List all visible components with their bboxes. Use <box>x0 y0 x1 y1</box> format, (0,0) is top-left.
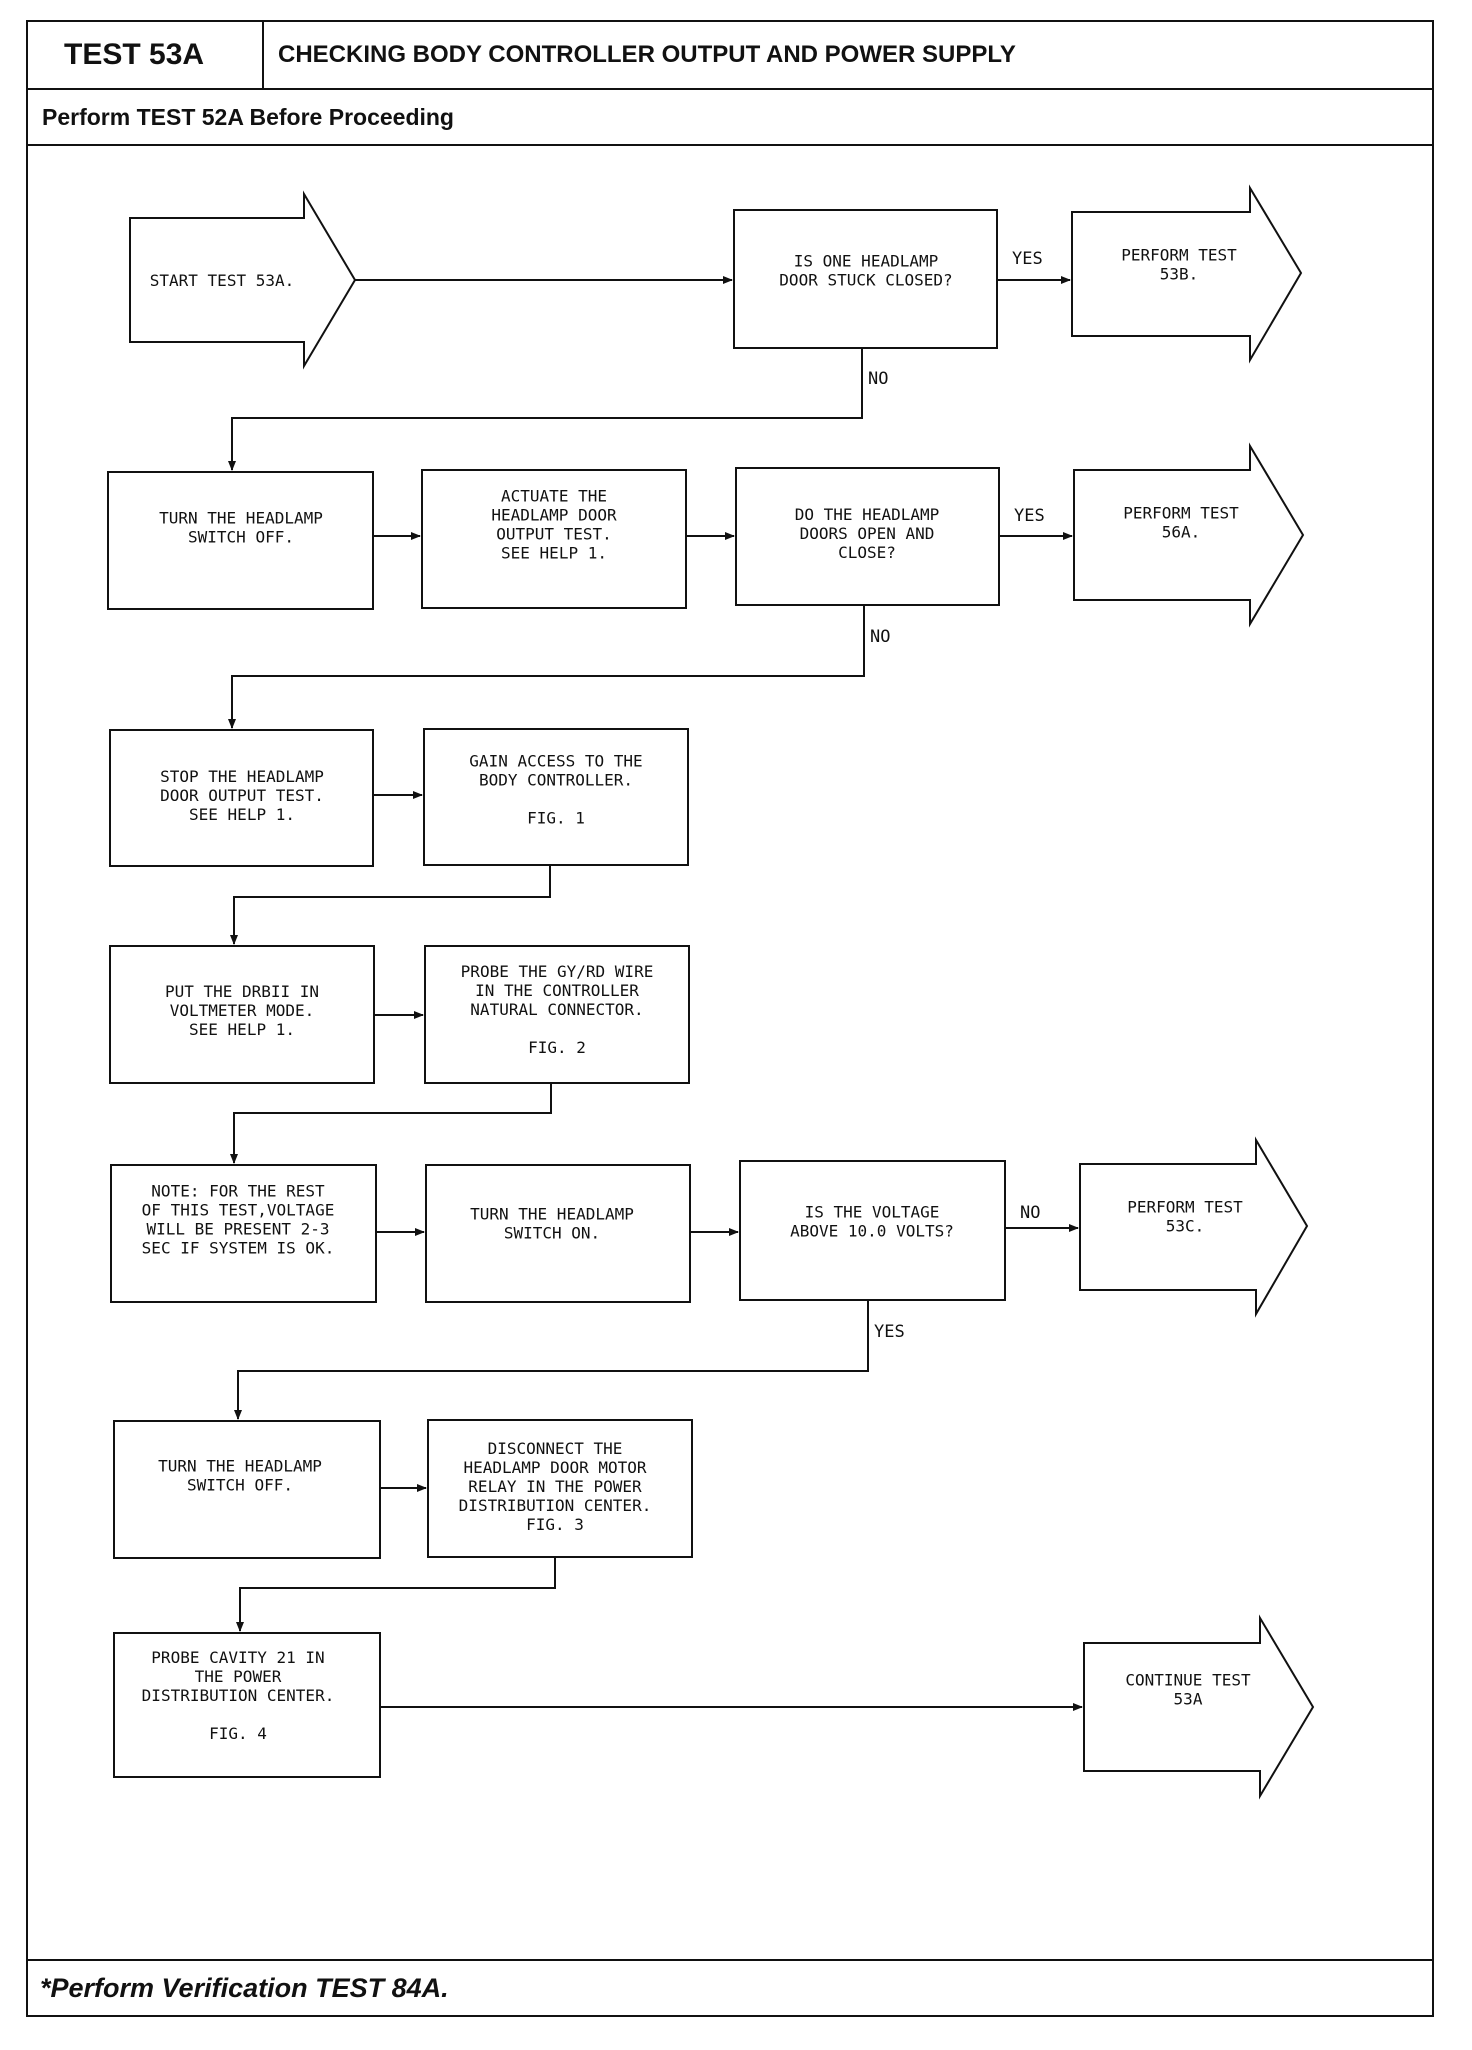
note-text-line: NOTE: FOR THE REST <box>151 1182 325 1201</box>
gain-access-text-line: BODY CONTROLLER. <box>479 771 633 790</box>
actuate-text-line: ACTUATE THE <box>501 487 607 506</box>
actuate-text-line: OUTPUT TEST. <box>496 525 612 544</box>
connector-open-no <box>228 605 865 729</box>
q-open-close-text-line: DO THE HEADLAMP <box>795 505 940 524</box>
perform-53b-text-line: 53B. <box>1160 265 1199 284</box>
perform-53b-text-line: PERFORM TEST <box>1121 246 1237 265</box>
put-drb-text-line: SEE HELP 1. <box>189 1020 295 1039</box>
turn-off-2-text-line: TURN THE HEADLAMP <box>158 1457 322 1476</box>
gain-access-text-line: FIG. 1 <box>527 809 585 828</box>
continue-text-line: CONTINUE TEST <box>1125 1671 1251 1690</box>
probe-gy-text-line: IN THE CONTROLLER <box>475 981 639 1000</box>
connector-probe-to-note <box>230 1083 552 1164</box>
connector-access-to-drb <box>230 865 551 945</box>
label-no-stuck: NO <box>868 369 888 389</box>
probe-gy-text-line: FIG. 2 <box>528 1038 586 1057</box>
put-drb-text-line: PUT THE DRBII IN <box>165 982 319 1001</box>
connector-stuck-no <box>228 348 863 471</box>
note-text-line: OF THIS TEST,VOLTAGE <box>142 1201 335 1220</box>
probe-cavity-text-line: PROBE CAVITY 21 IN <box>151 1648 324 1667</box>
q-stuck-text-line: IS ONE HEADLAMP <box>794 252 939 271</box>
stop-test-text-line: DOOR OUTPUT TEST. <box>160 786 324 805</box>
verification-note: *Perform Verification TEST 84A. <box>40 1972 449 2003</box>
actuate-text-line: SEE HELP 1. <box>501 544 607 563</box>
probe-gy-text-line: NATURAL CONNECTOR. <box>470 1000 643 1019</box>
connector-voltage-yes <box>234 1300 869 1420</box>
perform-56a-text-line: 56A. <box>1162 523 1201 542</box>
branch-labels: YES NO YES NO NO YES <box>868 249 1045 1342</box>
prerequisite-row: Perform TEST 52A Before Proceeding <box>28 88 1432 146</box>
start-test-arrow: START TEST 53A. <box>129 190 357 370</box>
turn-on-text-line: TURN THE HEADLAMP <box>470 1205 634 1224</box>
disconnect-text-line: FIG. 3 <box>526 1515 584 1534</box>
prerequisite-note: Perform TEST 52A Before Proceeding <box>42 103 454 130</box>
test-title: CHECKING BODY CONTROLLER OUTPUT AND POWE… <box>278 41 1016 68</box>
q-stuck-text-line: DOOR STUCK CLOSED? <box>779 271 952 290</box>
test-id: TEST 53A <box>28 22 264 88</box>
q-voltage-text-line: IS THE VOLTAGE <box>805 1203 940 1222</box>
label-yes-open: YES <box>1014 506 1045 526</box>
label-yes-stuck: YES <box>1012 249 1043 269</box>
probe-gy-text-line: PROBE THE GY/RD WIRE <box>461 962 654 981</box>
put-drb-text-line: VOLTMETER MODE. <box>170 1001 315 1020</box>
label-no-open: NO <box>870 627 890 647</box>
disconnect-text-line: HEADLAMP DOOR MOTOR <box>463 1458 646 1477</box>
stop-test-text-line: SEE HELP 1. <box>189 805 295 824</box>
note-text-line: WILL BE PRESENT 2-3 <box>146 1220 329 1239</box>
start-text-line: START TEST 53A. <box>150 271 295 290</box>
header-row: TEST 53A CHECKING BODY CONTROLLER OUTPUT… <box>28 22 1432 90</box>
probe-cavity-text-line: THE POWER <box>195 1667 282 1686</box>
perform-53c-text-line: PERFORM TEST <box>1127 1198 1243 1217</box>
disconnect-text-line: DISTRIBUTION CENTER. <box>459 1496 652 1515</box>
connector-disconnect-to-cavity <box>236 1557 556 1632</box>
turn-on-text-line: SWITCH ON. <box>504 1224 600 1243</box>
note-text-line: SEC IF SYSTEM IS OK. <box>142 1239 335 1258</box>
flow-connectors <box>228 276 1083 1711</box>
q-open-close-text-line: DOORS OPEN AND <box>800 524 935 543</box>
probe-cavity-text-line: DISTRIBUTION CENTER. <box>142 1686 335 1705</box>
q-open-close-text-line: CLOSE? <box>838 543 896 562</box>
label-no-voltage: NO <box>1020 1203 1040 1223</box>
turn-off-1-text-line: SWITCH OFF. <box>188 528 294 547</box>
label-yes-voltage: YES <box>874 1322 905 1342</box>
probe-cavity-text-line: FIG. 4 <box>209 1724 267 1743</box>
continue-text-line: 53A <box>1174 1690 1203 1709</box>
actuate-text-line: HEADLAMP DOOR <box>491 506 617 525</box>
perform-56a-text-line: PERFORM TEST <box>1123 504 1239 523</box>
disconnect-text-line: RELAY IN THE POWER <box>468 1477 642 1496</box>
q-voltage-text-line: ABOVE 10.0 VOLTS? <box>790 1222 954 1241</box>
perform-53c-text-line: 53C. <box>1166 1217 1205 1236</box>
gain-access-text-line: GAIN ACCESS TO THE <box>469 752 642 771</box>
stop-test-text-line: STOP THE HEADLAMP <box>160 767 324 786</box>
disconnect-text-line: DISCONNECT THE <box>488 1439 623 1458</box>
turn-off-2-text-line: SWITCH OFF. <box>187 1476 293 1495</box>
footer-row: *Perform Verification TEST 84A. <box>28 1959 1432 2015</box>
turn-off-1-text-line: TURN THE HEADLAMP <box>159 509 323 528</box>
